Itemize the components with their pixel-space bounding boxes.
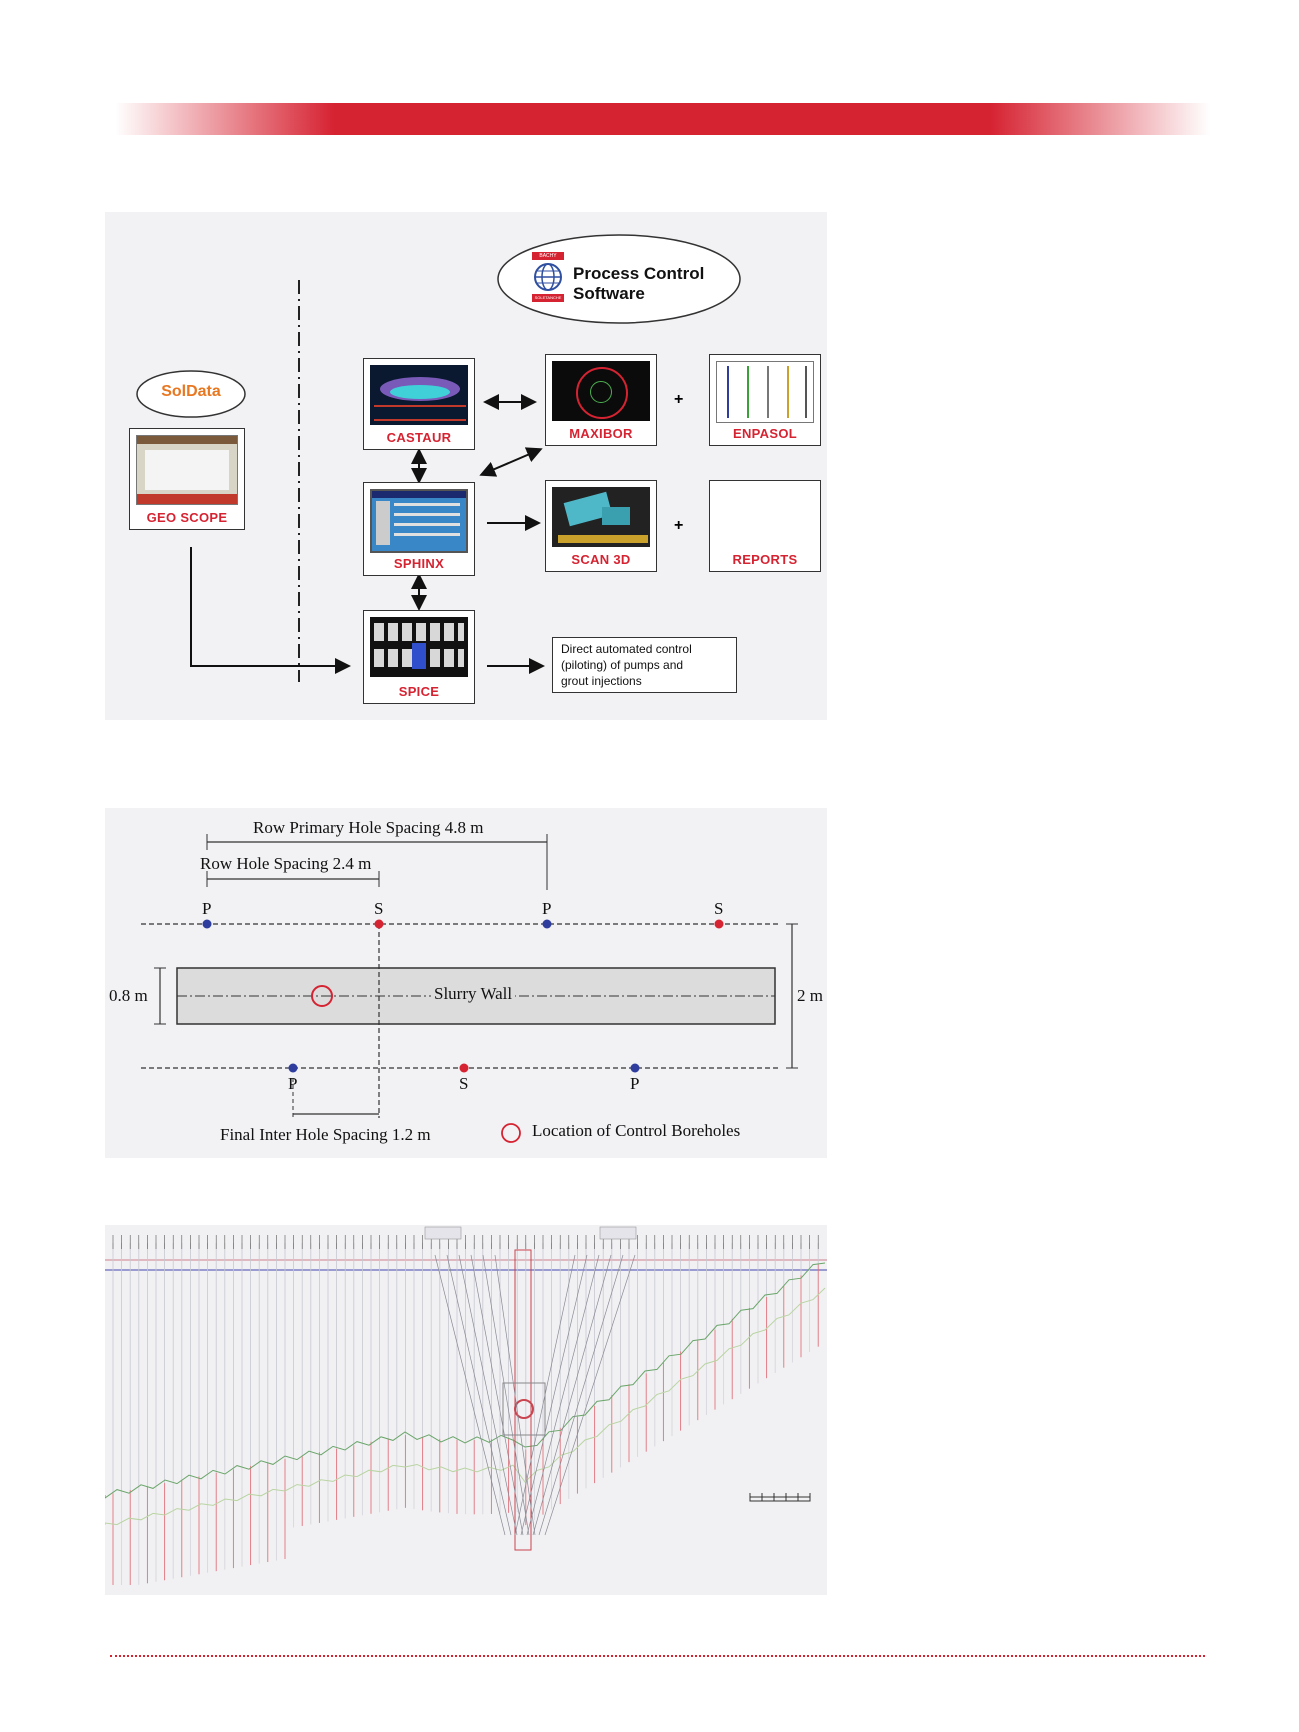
hole-label: S xyxy=(374,899,384,918)
scan3d-render xyxy=(552,487,650,547)
sphinx-window xyxy=(370,489,468,553)
slurry-wall-label: Slurry Wall xyxy=(431,984,516,1004)
reports-box: REPORTS xyxy=(709,480,821,572)
spice-box: SPICE xyxy=(363,610,475,704)
total-width-label: 2 m xyxy=(797,986,823,1005)
wall-width-label: 0.8 m xyxy=(109,986,148,1005)
maxibor-display xyxy=(552,361,650,421)
soldata-ellipse xyxy=(136,370,246,418)
legend-label: Location of Control Boreholes xyxy=(532,1121,741,1140)
geoscope-box: GEO SCOPE xyxy=(129,428,245,530)
spice-dashboard xyxy=(370,617,468,677)
castaur-3d-view xyxy=(370,365,468,425)
spacing-graphic xyxy=(141,834,798,1143)
maxibor-box: MAXIBOR xyxy=(545,354,657,446)
geoscope-spice-arrow xyxy=(190,547,351,674)
final-spacing-label: Final Inter Hole Spacing 1.2 m xyxy=(220,1125,431,1144)
hole-label: P xyxy=(202,899,212,918)
castaur-box: CASTAUR xyxy=(363,358,475,450)
direct-control-box: Direct automated control (piloting) of p… xyxy=(552,637,737,693)
process-control-flowchart: BACHY SOLETANCHE Process Control Softwar… xyxy=(105,212,827,720)
globe-icon xyxy=(534,263,562,291)
header-red-band xyxy=(115,103,1210,135)
primary-spacing-label: Row Primary Hole Spacing 4.8 m xyxy=(253,818,484,837)
flowchart-title: Process Control Software xyxy=(573,264,705,303)
bachy-logo: BACHY SOLETANCHE xyxy=(530,252,566,302)
footer-dotted-rule xyxy=(110,1655,1205,1657)
legend-circle-icon xyxy=(501,1123,521,1143)
control-borehole xyxy=(311,985,333,1007)
hole-label: P xyxy=(630,1074,640,1093)
hole-label: S xyxy=(459,1074,469,1093)
enpasol-logs xyxy=(716,361,814,423)
grout-curtain-profile xyxy=(105,1225,827,1595)
hole-label: P xyxy=(288,1074,298,1093)
primary-hole xyxy=(202,919,212,929)
hole-label: S xyxy=(714,899,724,918)
borehole-profile-drawing xyxy=(105,1226,827,1585)
sphinx-maxibor-arrow xyxy=(479,447,543,477)
hole-label: P xyxy=(542,899,552,918)
geoscope-screenshot xyxy=(136,435,238,505)
secondary-hole xyxy=(459,1063,469,1073)
enpasol-box: ENPASOL xyxy=(709,354,821,446)
primary-hole xyxy=(542,919,552,929)
scan3d-box: SCAN 3D xyxy=(545,480,657,572)
secondary-hole xyxy=(374,919,384,929)
plus-sign: + xyxy=(674,391,684,408)
sphinx-box: SPHINX xyxy=(363,482,475,576)
soldata-label: SolData xyxy=(161,383,221,400)
primary-hole xyxy=(288,1063,298,1073)
row-spacing-label: Row Hole Spacing 2.4 m xyxy=(200,854,372,873)
secondary-hole xyxy=(714,919,724,929)
hole-spacing-diagram: Row Primary Hole Spacing 4.8 m Row Hole … xyxy=(105,808,827,1158)
plus-sign: + xyxy=(674,517,684,534)
primary-hole xyxy=(630,1063,640,1073)
